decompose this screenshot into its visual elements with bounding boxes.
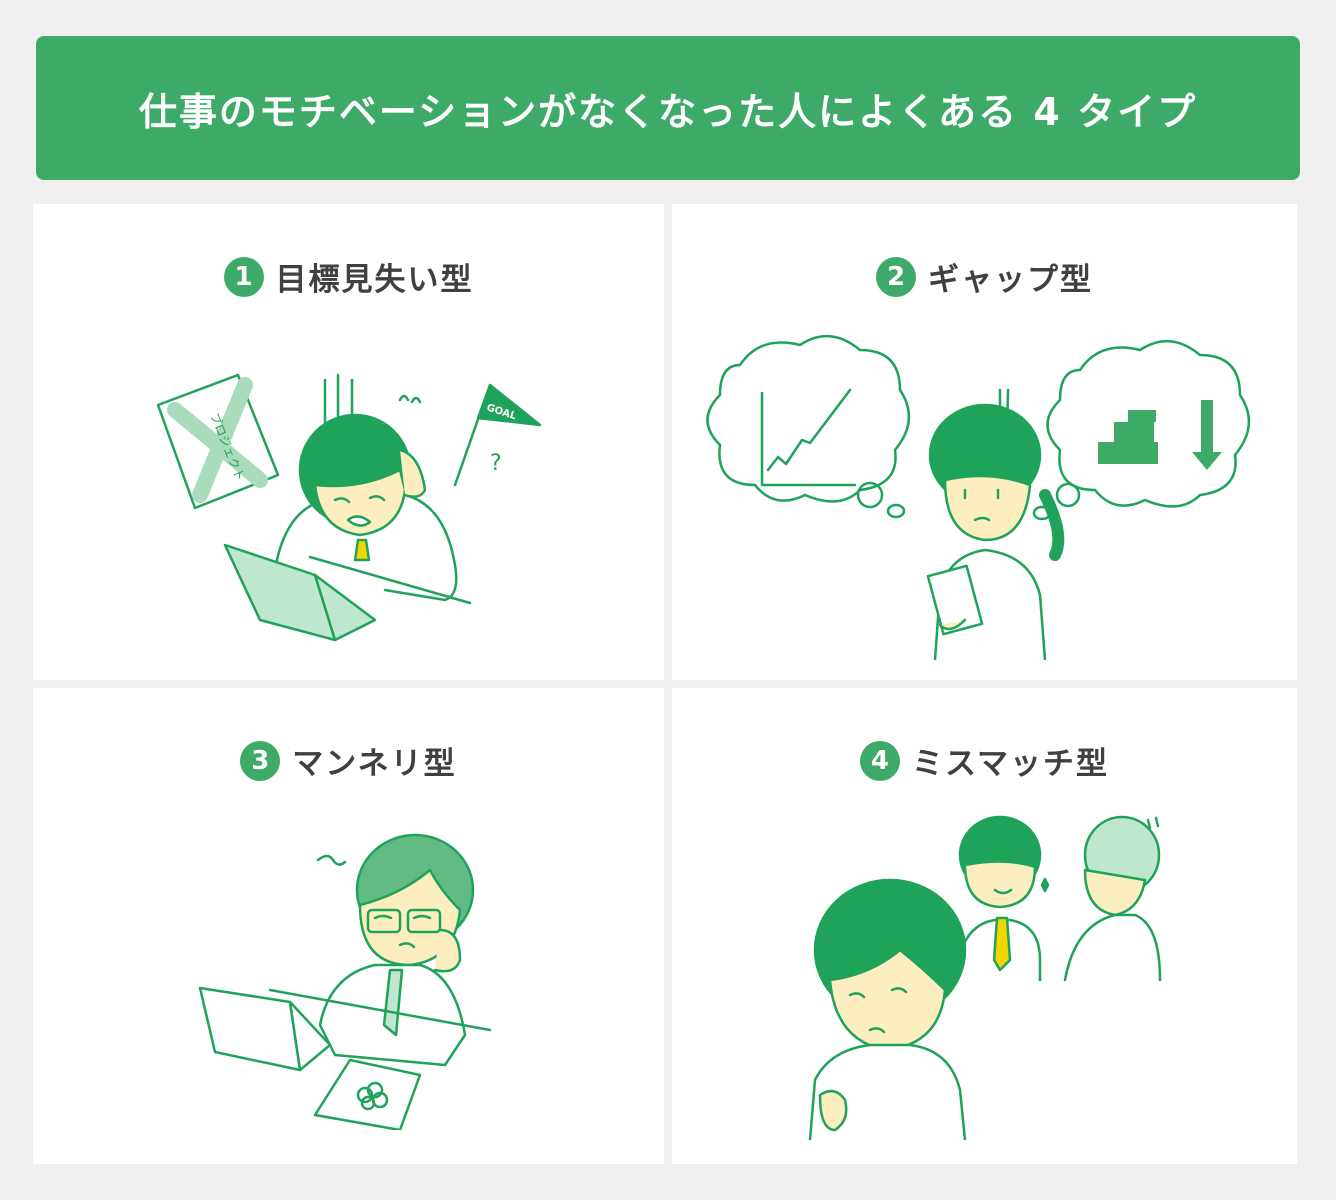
panel-type-1: 1 目標見失い型 プロジェクト GOAL ?	[33, 204, 664, 680]
laptop-icon	[198, 986, 332, 1072]
crossed-document-icon: プロジェクト	[156, 373, 280, 510]
rising-graph-thought-icon	[706, 334, 911, 519]
panel-heading: 3 マンネリ型	[33, 738, 664, 783]
title-banner: 仕事のモチベーションがなくなった人によくある 4 タイプ	[36, 36, 1300, 180]
panel-heading: 1 目標見失い型	[33, 254, 664, 299]
panel-type-2: 2 ギャップ型	[672, 204, 1297, 680]
panel-heading: 2 ギャップ型	[672, 254, 1297, 299]
number-badge: 4	[859, 740, 900, 781]
frustrated-man-illustration: プロジェクト GOAL ?	[156, 373, 542, 642]
svg-text:?: ?	[490, 451, 502, 476]
number-badge: 1	[223, 256, 264, 297]
laptop-icon	[223, 543, 377, 642]
panel-label: 目標見失い型	[275, 262, 474, 298]
gap-woman-illustration	[706, 334, 1251, 660]
page-title: 仕事のモチベーションがなくなった人によくある 4 タイプ	[138, 89, 1198, 134]
money-down-thought-icon	[1032, 339, 1251, 521]
panel-type-3: 3 マンネリ型	[33, 688, 664, 1164]
panel-label: ギャップ型	[928, 262, 1093, 298]
mismatch-illustration	[808, 815, 1162, 1140]
number-badge: 3	[240, 740, 281, 781]
panel-type-4: 4 ミスマッチ型	[672, 688, 1297, 1164]
number-badge: 2	[876, 256, 916, 297]
scribble-paper-icon	[313, 1058, 422, 1130]
panel-label: マンネリ型	[292, 746, 457, 782]
goal-flag-icon: GOAL ?	[453, 383, 542, 487]
bored-man-illustration	[198, 833, 492, 1130]
panel-heading: 4 ミスマッチ型	[672, 738, 1297, 783]
panel-label: ミスマッチ型	[911, 746, 1110, 782]
